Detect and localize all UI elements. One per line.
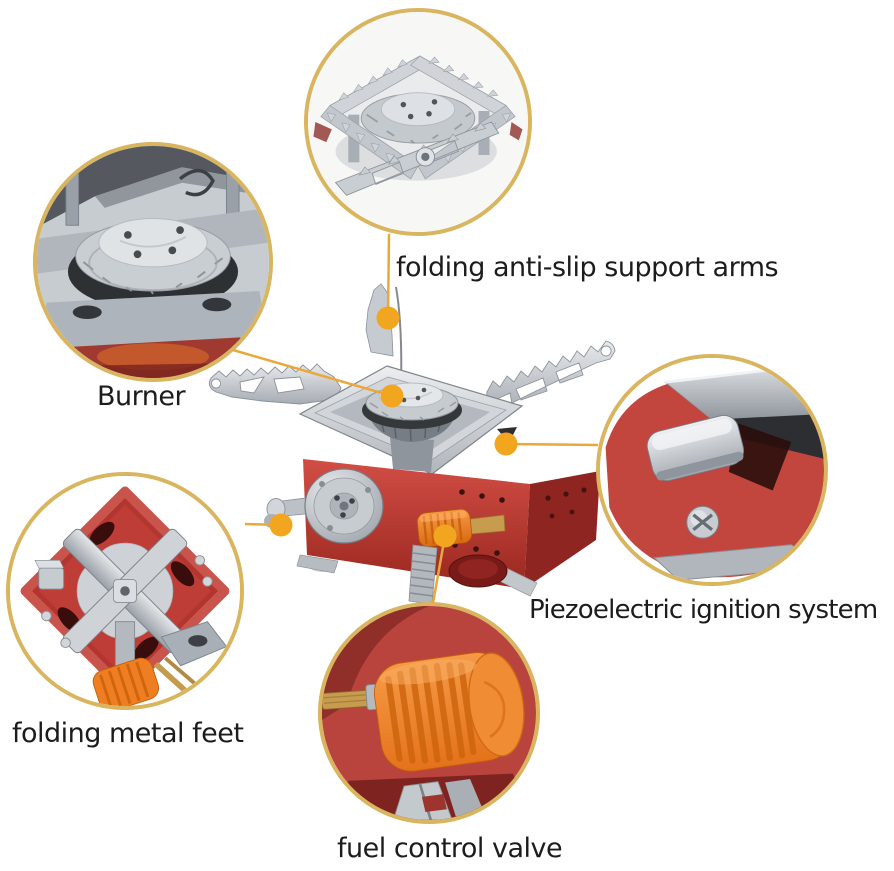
label-metal-feet: folding metal feet xyxy=(12,718,244,749)
ignition-closeup-image xyxy=(600,358,824,582)
callout-circle-metal-feet xyxy=(6,472,244,710)
callout-circle-ignition xyxy=(596,354,828,586)
metal-feet-closeup-image xyxy=(10,476,240,706)
stove-base xyxy=(408,544,508,605)
label-fuel-valve: fuel control valve xyxy=(337,833,563,864)
support-arm-left xyxy=(208,363,342,405)
callout-circle-support-arms xyxy=(304,8,532,236)
label-burner: Burner xyxy=(97,381,186,412)
support-arm-back xyxy=(365,283,394,357)
fuel-valve-closeup-image xyxy=(322,606,536,820)
label-support-arms: folding anti-slip support arms xyxy=(396,252,779,283)
callout-circle-fuel-valve xyxy=(318,602,540,824)
callout-circle-burner xyxy=(33,142,273,382)
burner-closeup-image xyxy=(37,146,269,378)
support-arm-right xyxy=(486,340,616,414)
label-ignition: Piezoelectric ignition system xyxy=(529,595,878,625)
support-arms-closeup-image xyxy=(308,12,528,232)
valve-disc xyxy=(264,468,384,544)
